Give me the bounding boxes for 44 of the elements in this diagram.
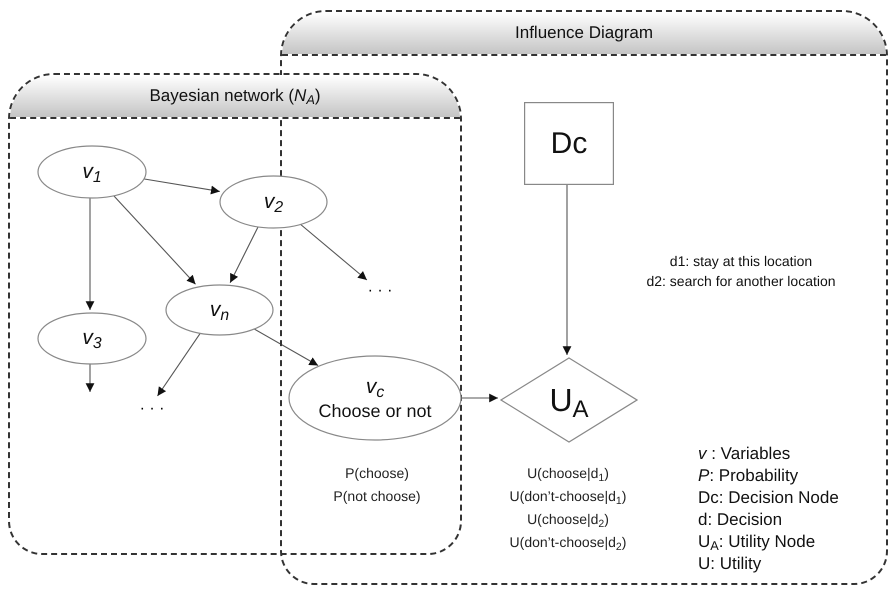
node-label: v$_{1}$ <box>82 158 102 186</box>
arrow <box>86 363 94 392</box>
decision-note: d1: stay at this location <box>670 253 812 269</box>
node-note: U(don’t-choose|d$_{1}$) <box>510 487 626 508</box>
arrow <box>112 194 196 285</box>
decision-note: d2: search for another location <box>646 273 836 289</box>
node-note: U(choose|d$_{1}$) <box>527 464 609 485</box>
node-label: Choose or not <box>318 400 432 422</box>
key-entry: P: Probability <box>698 466 798 485</box>
variable-ellipse <box>37 312 147 365</box>
key-entry: v : Variables <box>698 444 790 463</box>
node-label: v$_{n}$ <box>210 296 230 324</box>
arrow <box>562 183 572 355</box>
arrow <box>230 226 259 283</box>
node-label: U$_{A}$ <box>549 381 589 420</box>
key-entry: d: Decision <box>698 510 782 529</box>
region-title: Influence Diagram <box>515 22 653 44</box>
ellipsis-text: · · · <box>368 283 392 299</box>
node-note: U(choose|d$_{2}$) <box>527 510 609 531</box>
utility-diamond <box>500 357 638 443</box>
ellipsis-text: · · · <box>140 401 164 417</box>
arrow <box>462 394 498 402</box>
variable-ellipse <box>288 355 462 441</box>
key-entry: Dc: Decision Node <box>698 488 839 507</box>
arrow <box>157 332 202 396</box>
arrow <box>142 178 220 194</box>
arrow <box>298 222 368 280</box>
decision-box <box>524 102 614 185</box>
node-label: v$_{3}$ <box>82 325 102 352</box>
variable-ellipse <box>37 145 147 199</box>
arrow <box>252 327 318 366</box>
node-label: Dc <box>550 126 588 162</box>
node-note: U(don’t-choose|d$_{2}$) <box>510 533 626 554</box>
key-entry: U$_{A}$: Utility Node <box>698 532 816 551</box>
arrow <box>86 197 94 310</box>
node-label: v$_{2}$ <box>264 188 284 216</box>
variable-ellipse <box>219 175 328 229</box>
node-note: P(not choose) <box>333 487 421 506</box>
region-title: Bayesian network (N$_{A}$) <box>149 85 321 109</box>
dashed-region <box>8 73 462 555</box>
variable-ellipse <box>165 284 274 336</box>
node-label: v$_{c}$ <box>366 374 384 400</box>
key-entry: U: Utility <box>698 554 762 573</box>
node-note: P(choose) <box>345 464 409 483</box>
